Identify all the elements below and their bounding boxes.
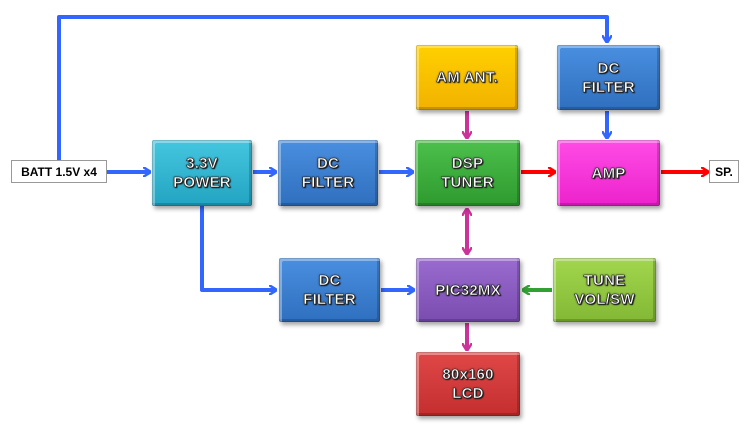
controls-line2: VOL/SW xyxy=(574,291,635,309)
amp-line1: AMP xyxy=(591,164,626,182)
dc-filter-mcu-block: DC FILTER xyxy=(279,258,380,322)
lcd-block: 80x160 LCD xyxy=(416,352,520,416)
lcd-line1: 80x160 xyxy=(442,366,494,384)
dc-filter-amp-block: DC FILTER xyxy=(557,45,660,110)
am-antenna-line1: AM ANT. xyxy=(436,69,498,87)
lcd-line2: LCD xyxy=(452,385,484,403)
dsp-tuner-line1: DSP xyxy=(451,155,484,173)
mcu-line1: PIC32MX xyxy=(435,281,501,299)
dc-filter-main-block: DC FILTER xyxy=(278,140,378,206)
mcu-block: PIC32MX xyxy=(416,258,520,322)
am-antenna-block: AM ANT. xyxy=(416,45,518,110)
dsp-tuner-line2: TUNER xyxy=(441,174,494,192)
power-block: 3.3V POWER xyxy=(152,140,252,206)
dc-filter-mcu-line1: DC xyxy=(318,272,341,290)
controls-line1: TUNE xyxy=(583,272,626,290)
speaker-terminal: SP. xyxy=(709,160,739,183)
controls-block: TUNE VOL/SW xyxy=(553,258,656,322)
dsp-tuner-block: DSP TUNER xyxy=(415,140,520,206)
battery-terminal: BATT 1.5V x4 xyxy=(11,160,107,183)
dc-filter-main-line2: FILTER xyxy=(301,174,355,192)
dc-filter-mcu-line2: FILTER xyxy=(303,291,356,309)
speaker-label: SP. xyxy=(715,164,733,179)
battery-label: BATT 1.5V x4 xyxy=(21,164,97,179)
dc-filter-main-line1: DC xyxy=(316,155,340,173)
dc-filter-amp-line1: DC xyxy=(597,59,620,77)
wire-battery-to-amp-filter xyxy=(57,15,607,160)
power-line2: POWER xyxy=(173,174,231,192)
amp-block: AMP xyxy=(557,140,660,206)
dc-filter-amp-line2: FILTER xyxy=(582,78,635,96)
power-line1: 3.3V xyxy=(186,155,218,173)
wire-power-to-mcu-filter xyxy=(200,206,276,290)
